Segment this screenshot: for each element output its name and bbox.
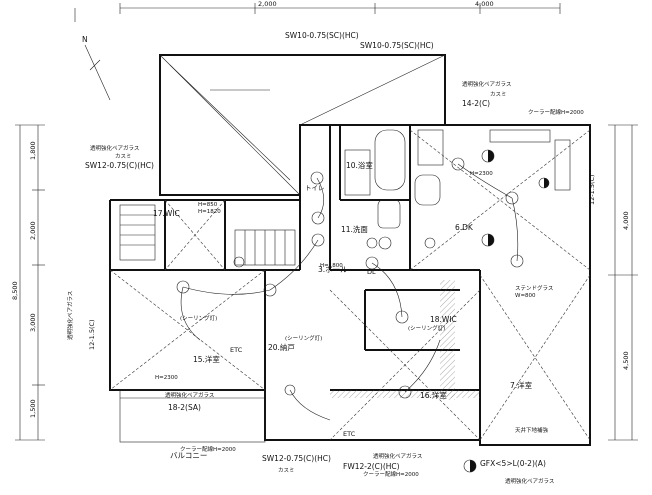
note-ceiling-3: (シーリング灯) bbox=[408, 324, 445, 332]
note-glass-bottom: 透明強化ペアガラス bbox=[373, 452, 422, 460]
left-dim-1500: 1,500 bbox=[29, 399, 37, 418]
right-dimension-lines: 4,000 4,500 bbox=[608, 124, 638, 441]
right-dim-4000: 4,000 bbox=[622, 211, 630, 230]
switch-symbols bbox=[463, 149, 550, 473]
note-etc-2: ETC bbox=[343, 430, 356, 438]
right-dim-4500: 4,500 bbox=[622, 351, 630, 370]
note-kasumi-top: カスミ bbox=[490, 91, 507, 98]
top-dim-2000: 2,000 bbox=[258, 0, 277, 8]
light-fixtures bbox=[176, 157, 524, 399]
north-arrow-icon: N bbox=[82, 35, 111, 101]
room-label-balcony: バルコニー bbox=[170, 451, 207, 460]
note-kasumi-bottom: カスミ bbox=[278, 467, 295, 474]
note-aircon-bottom: クーラー配線H=2000 bbox=[180, 445, 236, 453]
left-dim-3000: 3,000 bbox=[29, 313, 37, 332]
note-glass-bottom-left: 透明強化ペアガラス bbox=[165, 391, 214, 399]
room-label-toilet: トイレ bbox=[305, 184, 325, 192]
note-kasumi-left: カスミ bbox=[115, 153, 132, 160]
window-label-sw10-2: SW10-0.75(SC)(HC) bbox=[360, 41, 434, 50]
bath-fixtures bbox=[344, 129, 444, 250]
note-aircon-top: クーラー配線H=2000 bbox=[528, 108, 584, 116]
staircase bbox=[119, 204, 296, 266]
kitchen-counter bbox=[489, 129, 571, 191]
room-label-room15: 15.洋室 bbox=[193, 354, 220, 364]
left-dim-2000: 2,000 bbox=[29, 221, 37, 240]
note-h1820: H=1820 bbox=[198, 209, 221, 215]
room-label-hall3: 3.ホール bbox=[318, 265, 348, 274]
room-label-wash11: 11.洗面 bbox=[341, 224, 368, 234]
note-glass-left-vertical: 透明強化ペアガラス bbox=[66, 291, 74, 340]
left-dim-8500: 8,500 bbox=[11, 281, 19, 300]
room-label-room16: 16.洋室 bbox=[420, 390, 447, 400]
wiring-lines bbox=[180, 163, 519, 421]
window-label-top-right: 14-2(C) bbox=[462, 99, 490, 108]
window-label-gfx-bottom: GFX<5>L(0-2)(A) bbox=[480, 459, 546, 468]
note-h850: H=850 bbox=[198, 202, 218, 208]
window-label-bottom-left: 18-2(SA) bbox=[168, 403, 201, 412]
hatched-walls bbox=[330, 280, 480, 400]
svg-text:N: N bbox=[82, 35, 88, 44]
note-etc-1: ETC bbox=[230, 346, 243, 354]
room-label-wic18: 18.WIC bbox=[430, 315, 457, 324]
note-drain: 天井下地補強 bbox=[515, 426, 549, 434]
note-dl: DL bbox=[367, 268, 376, 276]
note-h1800: H=1800 bbox=[320, 263, 343, 269]
room-label-wic17: 17.WIC bbox=[153, 209, 180, 218]
note-glass-left: 透明強化ペアガラス bbox=[90, 144, 139, 152]
room-label-room20: 20.納戸 bbox=[268, 342, 295, 352]
room-label-bath10: 10.浴室 bbox=[346, 160, 373, 170]
top-dimension-line: 2,000 4,000 bbox=[74, 0, 561, 22]
note-h2300-a: H=2300 bbox=[470, 171, 493, 177]
note-width-800: W=800 bbox=[515, 293, 536, 299]
left-dim-1800: 1,800 bbox=[29, 141, 37, 160]
window-label-fw12-bottom: FW12-2(C)(HC) bbox=[343, 462, 400, 471]
top-dim-4000: 4,000 bbox=[475, 0, 494, 8]
left-dimension-lines: 8,500 1,800 2,000 3,000 1,500 bbox=[11, 124, 45, 441]
room-label-room7: 7.洋室 bbox=[510, 380, 533, 390]
note-h2300-b: H=2300 bbox=[155, 375, 178, 381]
note-stained-glass: ステンドグラス bbox=[515, 284, 553, 292]
room-label-dk6: 6.DK bbox=[455, 223, 474, 232]
note-ceiling-1: (シーリング灯) bbox=[180, 314, 217, 322]
note-glass-bottom-right: 透明強化ペアガラス bbox=[505, 477, 554, 485]
window-label-sw10: SW10-0.75(SC)(HC) bbox=[285, 31, 359, 40]
note-aircon-bottom-2: クーラー配線H=2000 bbox=[363, 470, 419, 478]
window-label-sw12-bottom: SW12-0.75(C)(HC) bbox=[262, 454, 331, 463]
window-label-sw12-left: SW12-0.75(C)(HC) bbox=[85, 161, 154, 170]
window-label-left-vertical: 12-1.5(C) bbox=[88, 319, 96, 350]
note-glass-top: 透明強化ペアガラス bbox=[462, 80, 511, 88]
window-label-right-vertical: 12-1.5(C) bbox=[588, 174, 596, 205]
note-ceiling-2: (シーリング灯) bbox=[285, 334, 322, 342]
